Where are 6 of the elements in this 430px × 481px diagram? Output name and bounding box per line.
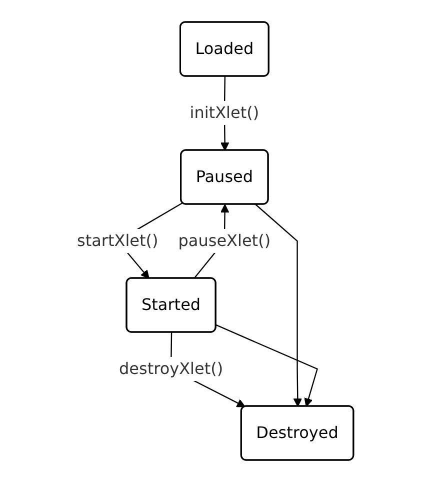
arrow [255, 204, 302, 406]
edge-label: startXlet() [76, 230, 158, 250]
arrow [216, 324, 318, 406]
edge-label: destroyXlet() [118, 358, 223, 378]
edge-label: initXlet() [190, 102, 259, 122]
edge-label: pauseXlet() [178, 230, 270, 250]
